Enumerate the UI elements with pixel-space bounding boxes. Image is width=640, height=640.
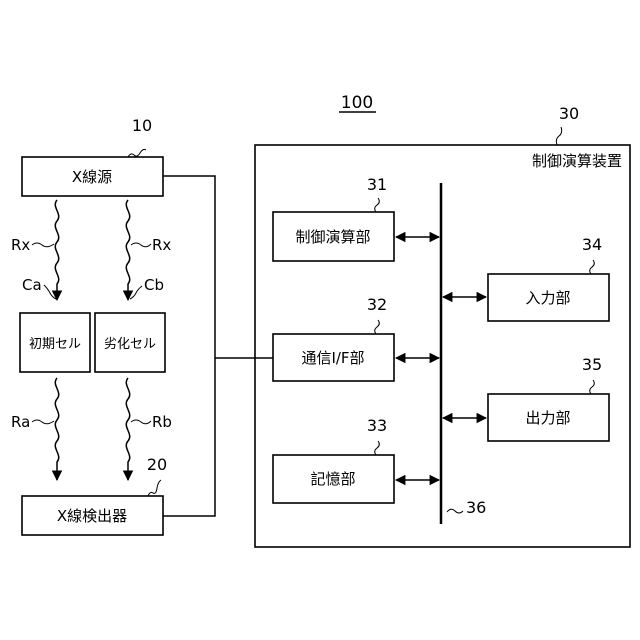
block-compute-leader <box>375 198 380 212</box>
controller-leader <box>556 127 561 145</box>
detector-leader <box>148 480 161 496</box>
ray-rx-left-leader <box>32 243 54 247</box>
xray-source-ref: 10 <box>132 116 152 135</box>
bus-leader <box>447 509 463 513</box>
ray-ra-label: Ra <box>11 413 30 431</box>
cell-degraded-ref: Cb <box>144 276 164 294</box>
ray-ra <box>55 378 58 480</box>
ray-rx-right-leader <box>131 243 151 247</box>
block-input-label: 入力部 <box>525 289 570 307</box>
block-compute-ref: 31 <box>367 175 387 194</box>
cell-initial-label: 初期セル <box>29 337 81 352</box>
cell-degraded-label: 劣化セル <box>104 337 156 352</box>
ray-rb <box>126 378 129 480</box>
block-compute-label: 制御演算部 <box>295 228 370 246</box>
block-comm-ref: 32 <box>367 295 387 314</box>
block-output-leader <box>590 380 595 394</box>
cell-initial-ref: Ca <box>22 276 42 294</box>
source-detector-link <box>163 176 215 516</box>
block-output-ref: 35 <box>582 355 602 374</box>
block-comm-label: 通信I/F部 <box>301 349 364 367</box>
detector-label: X線検出器 <box>57 507 127 525</box>
ray-rb-label: Rb <box>152 413 172 431</box>
xray-source-label: X線源 <box>72 168 112 186</box>
ray-rx-left-label: Rx <box>11 236 30 254</box>
block-memory-label: 記憶部 <box>310 470 355 488</box>
ray-ra-leader <box>32 420 54 424</box>
ray-rx-left <box>55 200 58 300</box>
block-input-ref: 34 <box>582 235 602 254</box>
block-memory-ref: 33 <box>367 416 387 435</box>
ray-rx-right-label: Rx <box>152 236 171 254</box>
block-input-leader <box>590 260 595 274</box>
detector-ref: 20 <box>147 455 167 474</box>
ray-rb-leader <box>131 420 151 424</box>
bus-ref: 36 <box>466 498 486 517</box>
xray-source-leader <box>128 149 146 157</box>
block-memory-leader <box>375 441 380 455</box>
cell-initial-leader <box>44 285 56 299</box>
cell-degraded-leader <box>130 286 142 299</box>
controller-label: 制御演算装置 <box>532 152 622 170</box>
ray-rx-right <box>126 200 129 300</box>
controller-ref: 30 <box>559 104 579 123</box>
block-comm-leader <box>375 320 380 334</box>
system-ref-label: 100 <box>341 93 373 113</box>
block-output-label: 出力部 <box>525 409 570 427</box>
